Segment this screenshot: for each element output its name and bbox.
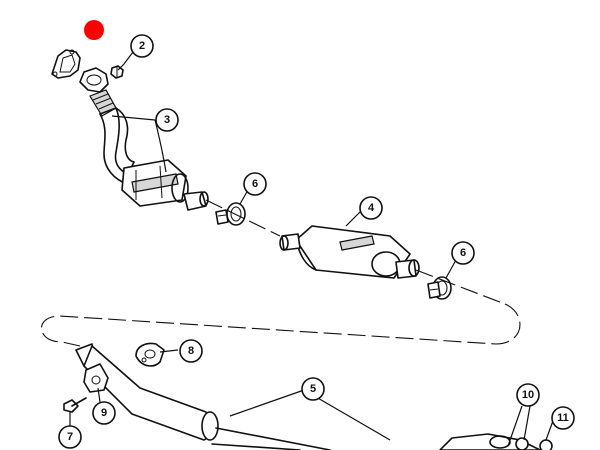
callout-6-front-label: 6 xyxy=(252,178,258,190)
inlet-flange xyxy=(79,67,109,93)
callout-3: 3 xyxy=(155,108,179,132)
callout-6-rear-label: 6 xyxy=(460,247,466,259)
muffler xyxy=(279,225,420,279)
callout-8: 8 xyxy=(179,339,203,363)
callout-7: 7 xyxy=(58,425,82,449)
callout-3-label: 3 xyxy=(164,114,170,126)
catalytic-converter-pipe xyxy=(89,89,209,211)
callout-7-label: 7 xyxy=(67,431,73,443)
callout-9: 9 xyxy=(92,401,116,425)
callout-8-label: 8 xyxy=(188,345,194,357)
red-marker[interactable] xyxy=(84,20,104,40)
callout-4-label: 4 xyxy=(368,202,375,214)
callout-2-label: 2 xyxy=(139,40,145,52)
leader-lines xyxy=(69,51,555,447)
nut xyxy=(110,65,124,79)
callout-6-front: 6 xyxy=(243,172,267,196)
callout-11-label: 11 xyxy=(557,412,569,424)
callout-5: 5 xyxy=(301,377,325,401)
assembly-centerlines xyxy=(41,199,521,347)
hanger-insulator xyxy=(135,342,165,367)
hanger-bracket xyxy=(83,363,109,393)
gasket xyxy=(51,49,81,79)
callout-11: 11 xyxy=(551,406,575,430)
callout-2: 2 xyxy=(130,34,154,58)
bolt xyxy=(63,397,87,413)
clamp-front xyxy=(215,202,246,226)
callout-9-label: 9 xyxy=(101,407,107,419)
callout-10: 10 xyxy=(516,383,540,407)
clamp-rear xyxy=(427,276,452,300)
tailpipe xyxy=(75,343,541,450)
callout-5-label: 5 xyxy=(310,383,316,395)
callout-10-label: 10 xyxy=(522,389,534,401)
callout-4: 4 xyxy=(359,196,383,220)
callout-6-rear: 6 xyxy=(451,241,475,265)
